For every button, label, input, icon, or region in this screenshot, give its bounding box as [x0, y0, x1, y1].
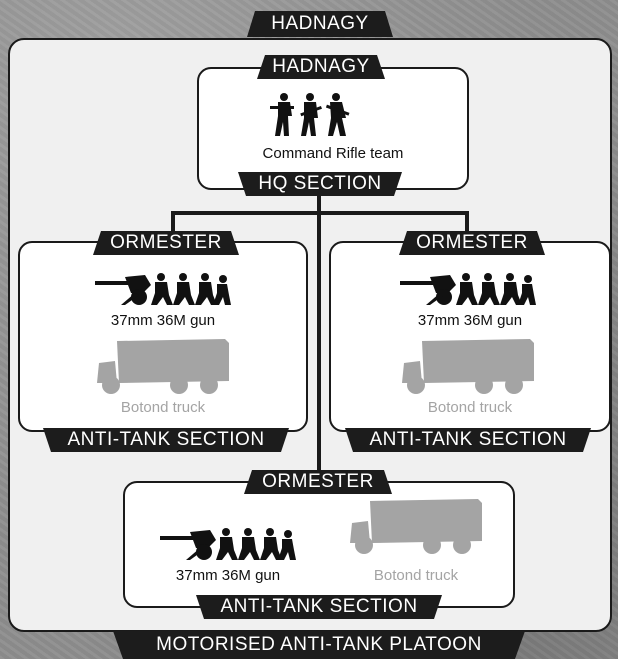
truck-icon — [402, 339, 534, 394]
anti-tank-gun-crew-icon — [95, 273, 231, 305]
hq-team-label: Command Rifle team — [262, 145, 404, 162]
section-1-gun-label: 37mm 36M gun — [110, 312, 216, 329]
section-2-commander-tab: ORMESTER — [399, 231, 545, 255]
section-1-truck-label: Botond truck — [120, 399, 206, 416]
hq-commander-tab: HADNAGY — [257, 55, 385, 79]
connector-horizontal — [171, 211, 469, 215]
section-1-section-tab: ANTI-TANK SECTION — [43, 428, 289, 452]
platoon-commander-tab: HADNAGY — [247, 11, 393, 37]
truck-icon — [350, 499, 482, 554]
section-3-commander-tab: ORMESTER — [244, 470, 392, 494]
connector-right-down — [465, 211, 469, 233]
anti-tank-gun-crew-icon — [400, 273, 536, 305]
anti-tank-gun-crew-icon — [160, 528, 296, 560]
section-3-truck-label: Botond truck — [373, 567, 459, 584]
section-2-section-tab: ANTI-TANK SECTION — [345, 428, 591, 452]
section-3-gun-label: 37mm 36M gun — [175, 567, 281, 584]
hq-section-tab: HQ SECTION — [238, 172, 402, 196]
section-3-section-tab: ANTI-TANK SECTION — [196, 595, 442, 619]
connector-left-down — [171, 211, 175, 233]
section-1-commander-tab: ORMESTER — [93, 231, 239, 255]
section-2-gun-label: 37mm 36M gun — [417, 312, 523, 329]
platoon-title: MOTORISED ANTI-TANK PLATOON — [113, 631, 525, 659]
connector-vertical-main — [317, 196, 321, 484]
section-2-truck-label: Botond truck — [427, 399, 513, 416]
truck-icon — [97, 339, 229, 394]
rifle-team-icon — [270, 93, 350, 136]
